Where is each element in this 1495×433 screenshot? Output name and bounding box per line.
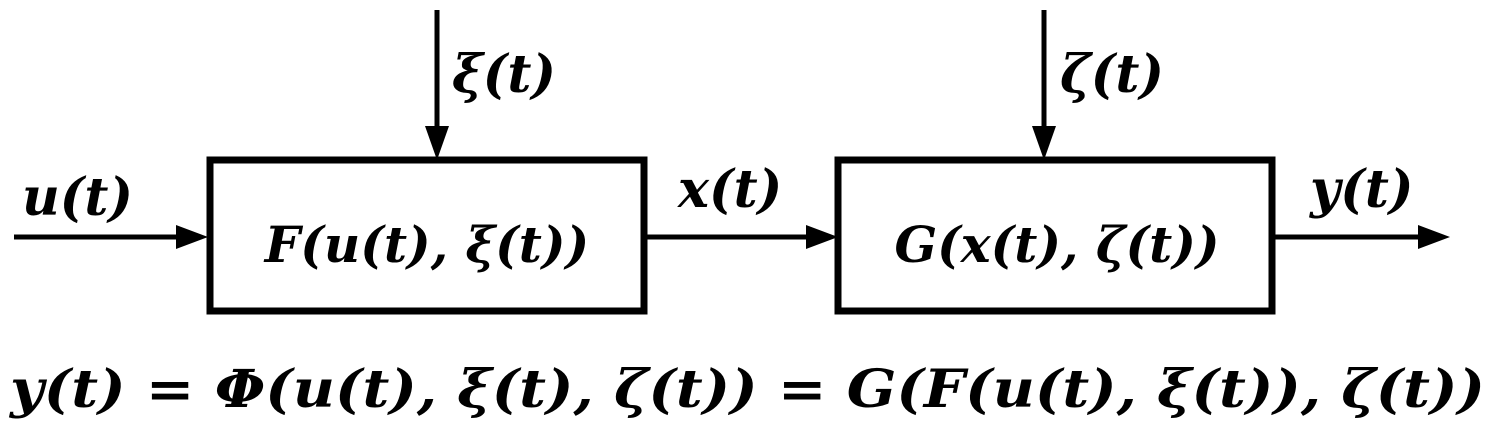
noise-f-label: ξ(t) <box>452 44 556 105</box>
output-arrow <box>1272 225 1450 249</box>
noise-f-arrow <box>425 10 449 160</box>
noise-g-arrow <box>1032 10 1056 160</box>
noise-g-label: ζ(t) <box>1060 44 1164 105</box>
block-g-label: G(x(t), ζ(t)) <box>894 215 1219 274</box>
intermediate-signal-label: x(t) <box>677 159 782 220</box>
block-f: F(u(t), ξ(t)) <box>206 156 648 315</box>
block-g: G(x(t), ζ(t)) <box>834 156 1276 315</box>
block-g-frame <box>834 156 1276 315</box>
input-arrow <box>14 225 208 249</box>
system-equation: y(t) = Φ(u(t), ξ(t), ζ(t)) = G(F(u(t), ξ… <box>9 359 1485 420</box>
intermediate-arrow <box>644 225 838 249</box>
block-f-label: F(u(t), ξ(t)) <box>263 215 589 274</box>
output-signal-label: y(t) <box>1309 159 1413 220</box>
input-signal-label: u(t) <box>22 167 133 228</box>
